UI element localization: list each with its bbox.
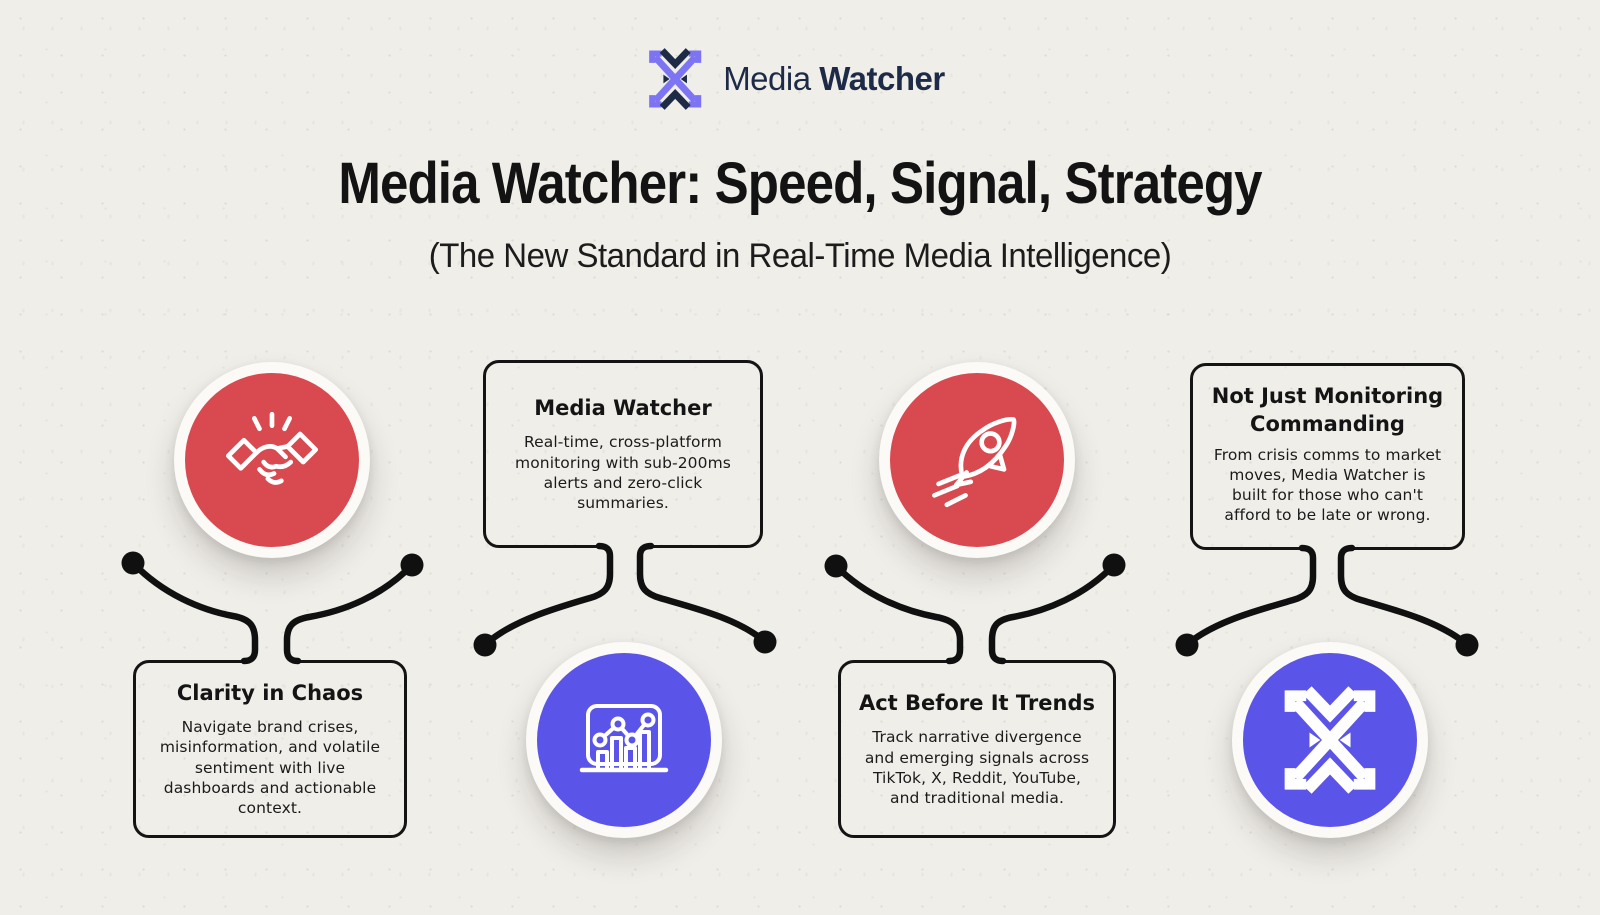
- card-body: Navigate brand crises, misinformation, a…: [159, 718, 381, 817]
- bar-chart-icon: [579, 704, 669, 773]
- brand-name: Media Watcher: [723, 60, 945, 98]
- card-heading: Not Just Monitoring Commanding: [1211, 384, 1444, 436]
- card-body: Track narrative divergence and emerging …: [864, 728, 1090, 807]
- card-body: Real-time, cross-platform monitoring wit…: [515, 433, 731, 512]
- circle-brand-logo: [1232, 642, 1428, 838]
- brand-header: Media Watcher: [643, 48, 945, 110]
- card-not-just-monitoring: Not Just Monitoring Commanding From cris…: [1190, 363, 1465, 550]
- brand-x-logo-icon: [1276, 686, 1384, 794]
- rocket-icon: [932, 416, 1017, 508]
- page-title: Media Watcher: Speed, Signal, Strategy: [338, 151, 1262, 216]
- card-heading: Media Watcher: [534, 396, 712, 421]
- brand-name-bold: Watcher: [819, 60, 945, 97]
- card-heading: Clarity in Chaos: [176, 681, 364, 705]
- brand-name-regular: Media: [723, 60, 811, 97]
- handshake-icon: [225, 411, 319, 485]
- card-act-before-it-trends: Act Before It Trends Track narrative div…: [838, 660, 1116, 838]
- circle-media-watcher: [526, 642, 722, 838]
- brand-x-logo-icon: [643, 48, 707, 110]
- connector-dot: [121, 551, 1479, 657]
- card-clarity-in-chaos: Clarity in Chaos Navigate brand crises, …: [133, 660, 407, 838]
- card-body: From crisis comms to market moves, Media…: [1213, 446, 1442, 525]
- circle-act-before-it-trends: [879, 362, 1075, 558]
- card-heading: Act Before It Trends: [858, 691, 1096, 716]
- card-media-watcher: Media Watcher Real-time, cross-platform …: [483, 360, 763, 548]
- circle-clarity-in-chaos: [174, 362, 370, 558]
- page-subtitle: (The New Standard in Real-Time Media Int…: [428, 237, 1172, 275]
